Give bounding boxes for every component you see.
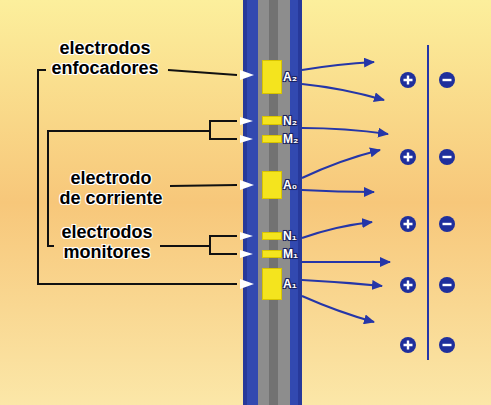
borehole-mud bbox=[247, 0, 298, 405]
electrode-label: M₂ bbox=[283, 132, 303, 146]
current-arrows bbox=[302, 62, 390, 322]
electrode-label: N₁ bbox=[283, 229, 303, 243]
electrode: N₁ bbox=[262, 232, 282, 240]
callout-label: electrodos monitores bbox=[60, 222, 154, 262]
electrode: A₁ bbox=[262, 268, 282, 300]
electrode: A₂ bbox=[262, 60, 282, 94]
electrode-label: N₂ bbox=[283, 114, 303, 128]
callout-label: electrodos enfocadores bbox=[50, 38, 160, 78]
leader-lines bbox=[38, 70, 237, 284]
separator-line bbox=[427, 45, 429, 360]
callout-label: electrodo de corriente bbox=[58, 168, 164, 208]
electrode: A₀ bbox=[262, 171, 282, 199]
electrode-label: A₀ bbox=[283, 178, 303, 192]
electrode: N₂ bbox=[262, 116, 282, 125]
tool-body bbox=[258, 0, 290, 405]
electrode-label: M₁ bbox=[283, 247, 303, 261]
electrode-label: A₂ bbox=[283, 70, 303, 84]
electrode-label: A₁ bbox=[283, 277, 303, 291]
pointer-triangles bbox=[240, 70, 254, 289]
borehole bbox=[243, 0, 302, 405]
charge-symbols bbox=[400, 72, 455, 353]
electrode: M₁ bbox=[262, 250, 282, 258]
electrode: M₂ bbox=[262, 135, 282, 143]
